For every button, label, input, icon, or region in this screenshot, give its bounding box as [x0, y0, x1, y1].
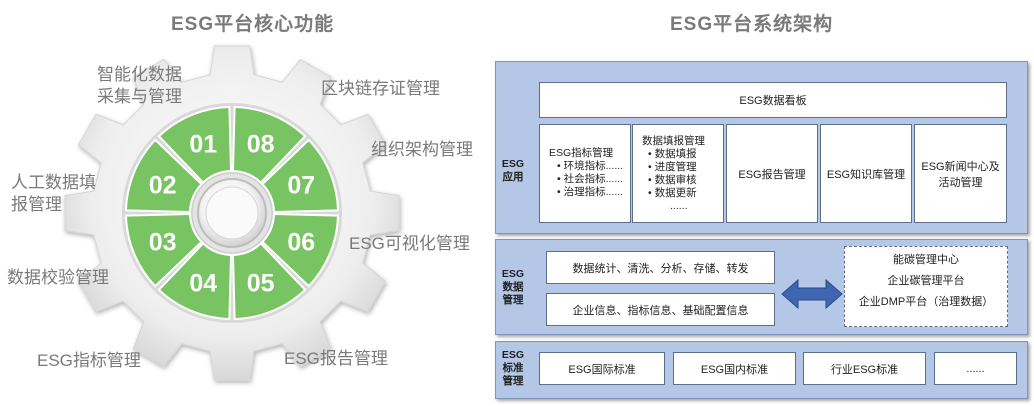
segment-number-02: 02: [149, 171, 177, 199]
indicator-mgmt-title: ESG指标管理: [549, 147, 614, 159]
label-validation: 数据校验管理: [7, 268, 109, 287]
label-blockchain: 区块链存证管理: [321, 79, 440, 98]
standard-label: ESG 标准 管理: [497, 349, 529, 388]
data-fill-item: 数据审核: [648, 174, 705, 187]
label-manual: 人工数据填 报管理: [11, 172, 96, 216]
data-label-line3: 管理: [502, 294, 524, 306]
segment-04: [157, 241, 233, 321]
indicator-item: 环境指标......: [557, 160, 624, 173]
segment-number-04: 04: [189, 269, 217, 297]
knowledge-box: ESG知识库管理: [820, 124, 912, 223]
dashboard-box: ESG数据看板: [539, 82, 1007, 118]
segment-number-01: 01: [189, 131, 217, 159]
processing-box: 数据统计、清洗、分析、存储、转发: [546, 251, 775, 284]
segment-01: [157, 105, 233, 185]
left-title: ESG平台核心功能: [171, 14, 335, 35]
segment-06: [260, 212, 340, 288]
indicator-item: 治理指标......: [557, 186, 624, 199]
data-label-line2: 数据: [502, 281, 524, 293]
segment-number-06: 06: [287, 229, 315, 257]
label-data-collection: 智能化数据 采集与管理: [97, 64, 182, 108]
segment-05: [231, 241, 307, 321]
standard-label-line2: 标准: [502, 362, 524, 374]
data-label-line1: ESG: [501, 268, 525, 280]
carbon-line2: 企业碳管理平台: [887, 275, 965, 287]
standard-label-line3: 管理: [502, 375, 524, 387]
segment-number-03: 03: [149, 229, 177, 257]
label-manual-line1: 人工数据填: [11, 173, 96, 192]
data-fill-item: 数据更新: [648, 187, 705, 200]
label-indicator: ESG指标管理: [37, 351, 141, 370]
app-label-line2: 应用: [502, 171, 524, 183]
carbon-box: 能碳管理中心 企业碳管理平台 企业DMP平台（治理数据）: [844, 246, 1008, 327]
app-label: ESG 应用: [497, 158, 529, 184]
data-fill-item: 进度管理: [648, 161, 705, 174]
data-fill-content: 数据填报管理 数据填报 进度管理 数据审核 数据更新 ......: [642, 135, 705, 213]
label-visual: ESG可视化管理: [349, 234, 470, 253]
data-fill-item: 数据填报: [648, 148, 705, 161]
segment-03: [124, 212, 204, 288]
standard-label-line1: ESG: [501, 349, 525, 361]
segment-number-08: 08: [247, 131, 275, 159]
app-label-line1: ESG: [501, 158, 525, 170]
info-box: 企业信息、指标信息、基础配置信息: [546, 293, 775, 326]
news-box: ESG新闻中心及 活动管理: [914, 124, 1007, 223]
gear-segments: 08 07 06 05 04 03 02 01: [124, 105, 340, 321]
news-line2: 活动管理: [938, 176, 983, 189]
segment-07: [260, 138, 340, 214]
standard-intl-box: ESG国际标准: [539, 352, 665, 385]
label-data-collection-line1: 智能化数据: [97, 65, 182, 84]
carbon-line1: 能碳管理中心: [893, 254, 959, 266]
label-data-collection-line2: 采集与管理: [97, 87, 182, 106]
label-org: 组织架构管理: [371, 140, 473, 159]
label-manual-line2: 报管理: [11, 195, 62, 214]
carbon-line3: 企业DMP平台（治理数据）: [858, 296, 994, 308]
standard-industry-box: 行业ESG标准: [803, 352, 926, 385]
data-fill-title: 数据填报管理: [642, 135, 705, 147]
indicator-item: 社会指标......: [557, 173, 624, 186]
standard-more-box: ......: [934, 352, 1017, 385]
label-report: ESG报告管理: [284, 349, 388, 368]
report-box: ESG报告管理: [726, 124, 818, 223]
right-title: ESG平台系统架构: [670, 14, 834, 35]
data-fill-more: ......: [670, 200, 688, 212]
news-line1: ESG新闻中心及: [921, 160, 1000, 173]
standard-domestic-box: ESG国内标准: [673, 352, 796, 385]
segment-02: [124, 138, 204, 214]
double-arrow-icon: [781, 278, 843, 310]
segment-08: [231, 105, 307, 185]
segment-number-05: 05: [247, 269, 275, 297]
segment-number-07: 07: [287, 171, 315, 199]
indicator-mgmt-content: ESG指标管理 环境指标...... 社会指标...... 治理指标......: [547, 147, 623, 199]
data-label: ESG 数据 管理: [497, 268, 529, 307]
